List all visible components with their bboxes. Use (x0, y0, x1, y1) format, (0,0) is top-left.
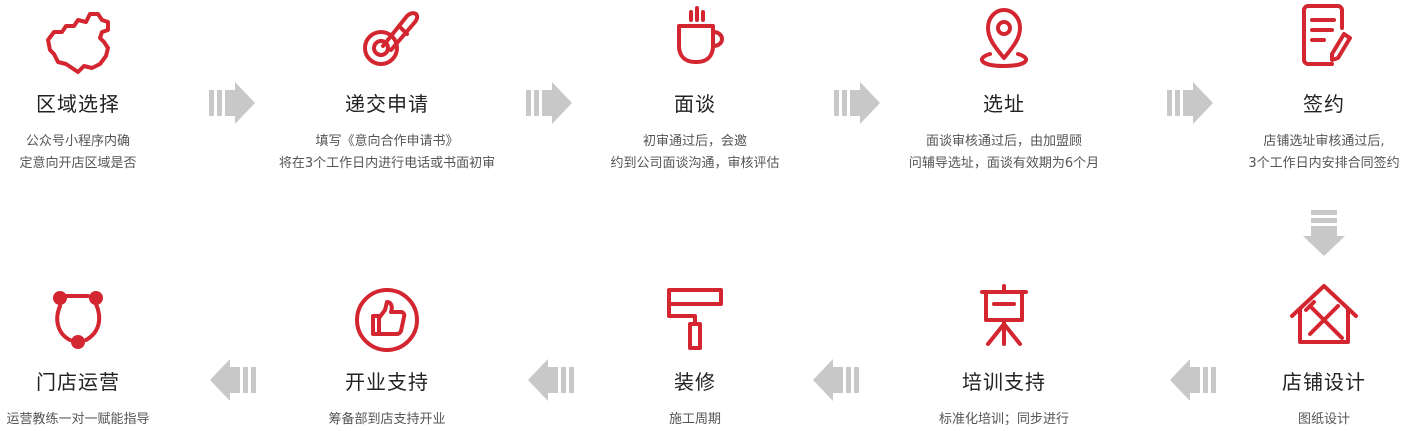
training-board-icon (980, 284, 1028, 346)
step-desc: 店铺选址审核通过后,3个工作日内安排合同签约 (1248, 134, 1400, 171)
step-title: 面谈 (674, 92, 716, 116)
arrow-left-icon (528, 359, 574, 401)
step-operation: 门店运营 运营教练一对一赋能指导 (0, 280, 218, 431)
paint-roller-icon (667, 288, 723, 350)
step-opening: 开业支持 筹备部到店支持开业 (247, 280, 527, 431)
step-desc: 运营教练一对一赋能指导 (6, 412, 150, 427)
house-tools-icon (1290, 284, 1358, 344)
arrow-down-icon (1303, 210, 1345, 256)
arrow-left-icon (210, 359, 256, 401)
quill-pen-icon (363, 11, 420, 66)
cycle-nodes-icon (53, 291, 103, 349)
document-edit-icon (1302, 4, 1352, 66)
arrow-right-icon (526, 82, 572, 124)
location-pin-icon (979, 8, 1029, 68)
step-desc: 初审通过后，会邀约到公司面谈沟通，审核评估 (610, 134, 780, 171)
step-training: 培训支持 标准化培训；同步进行 (864, 280, 1144, 431)
step-desc: 填写《意向合作申请书》将在3个工作日内进行电话或书面初审 (278, 134, 496, 171)
step-title: 递交申请 (345, 92, 429, 116)
step-decor: 装修 施工周期 (555, 280, 835, 431)
coffee-cup-icon (677, 6, 724, 64)
step-title: 选址 (983, 92, 1025, 116)
step-desc: 面谈审核通过后，由加盟顾问辅导选址，面谈有效期为6个月 (908, 134, 1100, 171)
step-desc: 公众号小程序内确定意向开店区域是否 (19, 134, 137, 171)
step-title: 门店运营 (36, 370, 120, 394)
china-map-icon (46, 12, 110, 74)
step-desc: 筹备部到店支持开业 (328, 412, 446, 427)
thumbs-up-icon (355, 288, 419, 352)
step-desc: 图纸设计 (1297, 412, 1350, 427)
arrow-right-icon (1167, 82, 1213, 124)
step-desc: 施工周期 (668, 412, 721, 427)
arrow-right-icon (209, 82, 255, 124)
step-title: 开业支持 (345, 370, 429, 394)
step-interview: 面谈 初审通过后，会邀约到公司面谈沟通，审核评估 (555, 2, 835, 175)
step-design: 店铺设计 图纸设计 (1184, 280, 1404, 431)
step-apply: 递交申请 填写《意向合作申请书》将在3个工作日内进行电话或书面初审 (247, 2, 527, 175)
step-title: 店铺设计 (1282, 370, 1366, 394)
arrow-left-icon (813, 359, 859, 401)
step-site: 选址 面谈审核通过后，由加盟顾问辅导选址，面谈有效期为6个月 (864, 2, 1144, 175)
step-sign: 签约 店铺选址审核通过后,3个工作日内安排合同签约 (1184, 2, 1404, 175)
step-title: 签约 (1303, 92, 1345, 116)
step-title: 培训支持 (962, 370, 1046, 394)
step-title: 装修 (674, 370, 716, 394)
arrow-left-icon (1170, 359, 1216, 401)
step-region: 区域选择 公众号小程序内确定意向开店区域是否 (0, 2, 218, 175)
step-title: 区域选择 (36, 92, 120, 116)
arrow-right-icon (834, 82, 880, 124)
step-desc: 标准化培训；同步进行 (938, 412, 1069, 427)
